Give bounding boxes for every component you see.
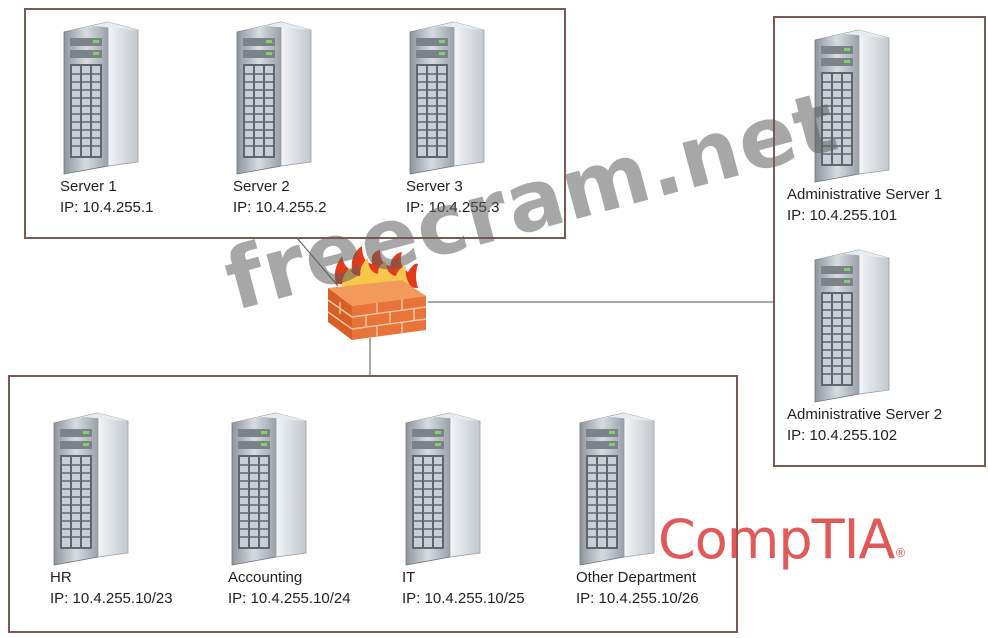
server-ip: IP: 10.4.255.10/25 <box>402 590 525 607</box>
registered-mark: ® <box>894 546 906 560</box>
server-tower-icon <box>63 21 139 175</box>
server-accounting[interactable]: Accounting IP: 10.4.255.10/24 <box>228 407 378 609</box>
comptia-logo: CompTIA® <box>658 508 906 571</box>
server-name: Administrative Server 2 <box>787 406 943 423</box>
server-name: Accounting <box>228 569 303 586</box>
server-name: Administrative Server 1 <box>787 186 943 203</box>
server-tower-icon <box>409 21 485 175</box>
server-ip: IP: 10.4.255.10/26 <box>576 590 699 607</box>
administrative-server-1[interactable]: Administrative Server 1 IP: 10.4.255.101 <box>787 24 982 226</box>
server-1[interactable]: Server 1 IP: 10.4.255.1 <box>60 16 210 218</box>
server-tower-icon <box>814 29 890 183</box>
server-ip: IP: 10.4.255.101 <box>787 207 898 224</box>
server-ip: IP: 10.4.255.10/24 <box>228 590 351 607</box>
department-server-group: HR IP: 10.4.255.10/23 Accounting IP: 10.… <box>8 375 738 633</box>
administrative-server-2[interactable]: Administrative Server 2 IP: 10.4.255.102 <box>787 244 982 446</box>
server-name: Server 3 <box>406 178 463 195</box>
server-name: IT <box>402 569 416 586</box>
server-name: HR <box>50 569 72 586</box>
server-2[interactable]: Server 2 IP: 10.4.255.2 <box>233 16 383 218</box>
server-name: Other Department <box>576 569 697 586</box>
server-ip: IP: 10.4.255.2 <box>233 199 327 216</box>
top-server-group: Server 1 IP: 10.4.255.1 Server 2 IP: 10.… <box>24 8 566 239</box>
server-3[interactable]: Server 3 IP: 10.4.255.3 <box>406 16 556 218</box>
server-tower-icon <box>53 412 129 566</box>
server-name: Server 1 <box>60 178 117 195</box>
server-ip: IP: 10.4.255.1 <box>60 199 154 216</box>
server-hr[interactable]: HR IP: 10.4.255.10/23 <box>50 407 200 609</box>
server-other-department[interactable]: Other Department IP: 10.4.255.10/26 <box>576 407 726 609</box>
server-tower-icon <box>579 412 655 566</box>
link-top-to-firewall <box>296 237 339 287</box>
server-it[interactable]: IT IP: 10.4.255.10/25 <box>402 407 552 609</box>
server-tower-icon <box>231 412 307 566</box>
server-ip: IP: 10.4.255.10/23 <box>50 590 173 607</box>
server-tower-icon <box>236 21 312 175</box>
server-tower-icon <box>814 249 890 403</box>
server-tower-icon <box>405 412 481 566</box>
firewall-icon[interactable] <box>322 244 432 344</box>
server-name: Server 2 <box>233 178 290 195</box>
server-ip: IP: 10.4.255.3 <box>406 199 500 216</box>
brand-name: CompTIA <box>658 508 895 571</box>
administrative-server-group: Administrative Server 1 IP: 10.4.255.101… <box>773 16 986 467</box>
server-ip: IP: 10.4.255.102 <box>787 427 898 444</box>
